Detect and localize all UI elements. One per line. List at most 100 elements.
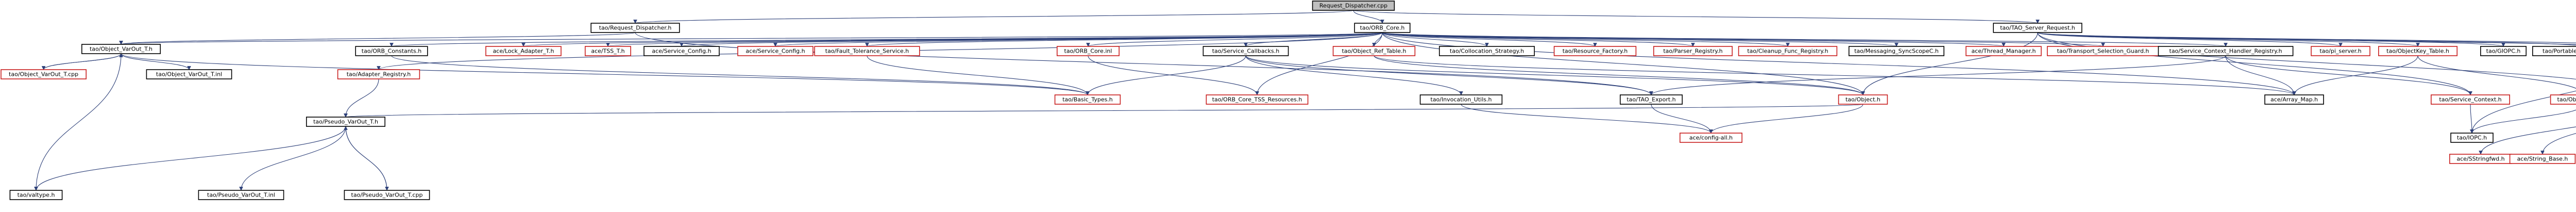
node-pseudo-varout-cpp[interactable]: tao/Pseudo_VarOut_T.cpp <box>344 190 430 200</box>
node-rd-cpp[interactable]: Request_Dispatcher.cpp <box>1312 1 1395 11</box>
node-label: tao/IOPC.h <box>2457 135 2487 141</box>
node-label: ace/TSS_T.h <box>591 48 624 55</box>
edge-rd-cpp-to-orb-core <box>1353 10 1384 24</box>
node-box <box>1738 46 1838 56</box>
node-box <box>2311 46 2370 56</box>
node-pseudo-varout[interactable]: tao/Pseudo_VarOut_T.h <box>306 117 385 127</box>
edge-objvarout-t-to-objvarout-t-inl <box>121 53 191 70</box>
node-box <box>1620 94 1683 105</box>
node-box <box>1202 46 1289 56</box>
node-service-context[interactable]: tao/Service_Context.h <box>2430 94 2510 105</box>
edge-orb-core-to-svc-config <box>680 32 1383 47</box>
node-box <box>2378 46 2458 56</box>
edge-pseudo-varout-cpp-to-pseudo-varout <box>344 126 387 191</box>
node-box <box>2480 46 2527 56</box>
node-label: ace/Thread_Manager.h <box>1972 48 2036 55</box>
node-resource-factory[interactable]: tao/Resource_Factory.h <box>1553 46 1637 56</box>
node-label: tao/Cleanup_Func_Registry.h <box>1747 48 1828 55</box>
node-arraymap[interactable]: ace/Array_Map.h <box>2264 94 2324 105</box>
node-tao-export[interactable]: tao/TAO_Export.h <box>1620 94 1683 105</box>
edge-adapter-registry-to-pseudo-varout <box>344 78 379 118</box>
node-box <box>2158 46 2294 56</box>
edge-orb-core-to-arraymap <box>1382 32 2296 95</box>
node-rd-h[interactable]: tao/Request_Dispatcher.h <box>590 23 680 33</box>
node-collocation-strategy[interactable]: tao/Collocation_Strategy.h <box>1439 46 1535 56</box>
node-fault-tolerance[interactable]: tao/Fault_Tolerance_Service.h <box>814 46 920 56</box>
edge-tao-server-request-to-service-context <box>2037 32 2472 95</box>
edge-orb-core-to-object-h <box>1382 32 1865 95</box>
node-object-ref-table[interactable]: tao/Object_Ref_Table.h <box>1332 46 1416 56</box>
node-box <box>1332 46 1416 56</box>
node-basic-types[interactable]: tao/Basic_Types.h <box>1054 94 1121 105</box>
node-invocation-utils[interactable]: tao/Invocation_Utils.h <box>1419 94 1503 105</box>
node-svc-config[interactable]: ace/Service_Config.h <box>643 46 720 56</box>
node-orb-core-tss[interactable]: tao/ORB_Core_TSS_Resources.h <box>1206 94 1309 105</box>
node-adapter-registry[interactable]: tao/Adapter_Registry.h <box>337 69 420 79</box>
node-portable-interceptor[interactable]: tao/PortableInterceptorC.h <box>2532 46 2576 56</box>
node-pi-server[interactable]: tao/pi_server.h <box>2311 46 2370 56</box>
node-label: tao/Pseudo_VarOut_T.inl <box>207 192 275 199</box>
node-tss-t[interactable]: ace/TSS_T.h <box>585 46 632 56</box>
node-objectkey-table[interactable]: tao/ObjectKey_Table.h <box>2378 46 2458 56</box>
edge-object-ref-table-to-arraymap <box>1374 55 2296 95</box>
node-label: tao/ObjectKey_Table.h <box>2386 48 2449 55</box>
node-box <box>1312 1 1395 11</box>
node-orb-core-inl[interactable]: tao/ORB_Core.inl <box>1057 46 1120 56</box>
node-box <box>643 46 720 56</box>
node-label: tao/Basic_Types.h <box>1062 96 1113 103</box>
edge-fault-tolerance-to-basic-types <box>867 55 1090 95</box>
edge-objvarout-t-to-basic-types <box>121 53 1090 95</box>
edge-tao-server-request-to-tao-server-request-inl <box>2037 32 2576 43</box>
node-orb-constants[interactable]: tao/ORB_Constants.h <box>355 46 428 56</box>
node-tao-server-request[interactable]: tao/TAO_Server_Request.h <box>1993 23 2082 33</box>
node-label: tao/Request_Dispatcher.h <box>599 25 672 31</box>
edge-orb-constants-to-basic-types <box>391 55 1090 95</box>
node-label: tao/Object_KeyC.h <box>2557 96 2576 103</box>
node-orb-core[interactable]: tao/ORB_Core.h <box>1354 23 1411 33</box>
node-string-base[interactable]: ace/String_Base.h <box>2509 154 2576 164</box>
node-box <box>81 44 161 54</box>
node-iopc[interactable]: tao/IOPC.h <box>2450 133 2494 143</box>
node-box <box>1553 46 1637 56</box>
node-object-keyc[interactable]: tao/Object_KeyC.h <box>2550 94 2576 105</box>
edge-tao-server-request-to-pi-server <box>2037 32 2343 47</box>
node-box <box>1993 23 2082 33</box>
node-cleanup-func[interactable]: tao/Cleanup_Func_Registry.h <box>1738 46 1838 56</box>
node-service-callbacks[interactable]: tao/Service_Callbacks.h <box>1202 46 1289 56</box>
node-svc-config2[interactable]: ace/Service_Config.h <box>737 46 814 56</box>
node-label: tao/Object.h <box>1845 96 1880 103</box>
edge-pseudo-varout-to-valtype <box>34 126 346 191</box>
node-object-h[interactable]: tao/Object.h <box>1838 94 1888 105</box>
node-box <box>1838 94 1888 105</box>
node-parser-registry[interactable]: tao/Parser_Registry.h <box>1653 46 1733 56</box>
edge-object-keyc-to-iopc <box>2470 109 2576 134</box>
node-thread-manager[interactable]: ace/Thread_Manager.h <box>1965 46 2042 56</box>
node-transport-selection[interactable]: tao/Transport_Selection_Guard.h <box>2047 46 2160 56</box>
node-box <box>485 46 562 56</box>
node-messaging-sync[interactable]: tao/Messaging_SyncScopeC.h <box>1849 46 1945 56</box>
node-label: tao/Collocation_Strategy.h <box>1450 48 1524 55</box>
edge-sstring-to-sstringfwd <box>2479 126 2576 155</box>
node-valtype[interactable]: tao/valtype.h <box>9 190 63 200</box>
node-service-context-handler[interactable]: tao/Service_Context_Handler_Registry.h <box>2158 46 2294 56</box>
node-box <box>737 46 814 56</box>
node-label: tao/pi_server.h <box>2319 48 2361 55</box>
edge-object-ref-table-to-object-h <box>1374 55 1865 95</box>
edge-tao-server-request-to-sstring <box>2037 32 2576 80</box>
node-objvarout-t[interactable]: tao/Object_VarOut_T.h <box>81 44 161 54</box>
node-sstringfwd[interactable]: ace/SStringfwd.h <box>2449 154 2512 164</box>
node-giopc[interactable]: tao/GIOPC.h <box>2480 46 2527 56</box>
node-box <box>1 69 87 79</box>
node-config-h[interactable]: ace/config-all.h <box>1680 133 1743 143</box>
node-objvarout-t-cpp[interactable]: tao/Object_VarOut_T.cpp <box>1 69 87 79</box>
edge-pseudo-varout-to-pseudo-varout-inl <box>239 126 346 191</box>
node-lock-adapter[interactable]: ace/Lock_Adapter_T.h <box>485 46 562 56</box>
node-label: tao/Object_Ref_Table.h <box>1342 48 1406 55</box>
node-box <box>590 23 680 33</box>
node-label: tao/Transport_Selection_Guard.h <box>2057 48 2149 55</box>
node-box <box>1439 46 1535 56</box>
node-pseudo-varout-inl[interactable]: tao/Pseudo_VarOut_T.inl <box>198 190 284 200</box>
node-box <box>1354 23 1411 33</box>
node-objvarout-t-inl[interactable]: tao/Object_VarOut_T.inl <box>146 69 232 79</box>
node-box <box>1206 94 1309 105</box>
